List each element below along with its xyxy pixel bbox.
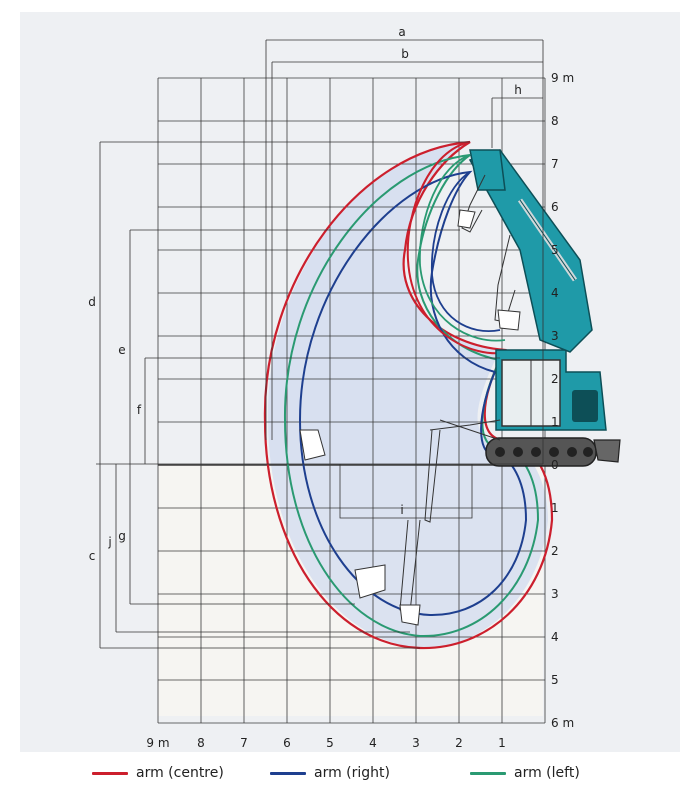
y-tick-label-down: 2 [551,544,559,558]
y-axis-down-labels: 1 2 3 4 5 6 m [551,501,574,730]
envelope-centre [263,140,554,650]
dim-b: b [401,47,409,61]
legend-swatch-left [470,771,506,775]
x-tick-label: 6 [283,736,291,750]
y-tick-label-up: 2 [551,372,559,386]
x-axis-labels: 9 m 8 7 6 5 4 3 2 1 [146,736,505,750]
x-tick-label: 5 [326,736,334,750]
dim-j: j [107,535,111,549]
dim-a: a [398,25,405,39]
legend-label-right: arm (right) [314,765,390,781]
envelope-inner-green [419,154,506,342]
y-tick-label-up: 0 [551,458,559,472]
x-tick-label: 9 m [146,736,169,750]
y-tick-label-up: 1 [551,415,559,429]
y-tick-label-down: 3 [551,587,559,601]
y-tick-label-down: 6 m [551,716,574,730]
x-tick-label: 1 [498,736,506,750]
dimension-labels: a b c d e f g h i j [88,25,522,563]
grid [157,77,546,724]
y-tick-label-up: 4 [551,286,559,300]
legend-item-right: arm (right) [270,758,390,788]
y-tick-label-down: 5 [551,673,559,687]
dim-c: c [89,549,96,563]
dim-d: d [88,295,96,309]
y-tick-label-down: 1 [551,501,559,515]
dimension-box-i [339,464,473,519]
y-tick-label-up: 8 [551,114,559,128]
legend-swatch-right [270,771,306,775]
dim-e: e [118,343,125,357]
legend-label-left: arm (left) [514,765,580,781]
dim-h: h [514,83,522,97]
legend-item-left: arm (left) [470,758,580,788]
dim-i: i [400,503,403,517]
working-envelope [267,142,548,649]
x-tick-label: 4 [369,736,377,750]
y-tick-label-down: 4 [551,630,559,644]
y-tick-label-up: 6 [551,200,559,214]
legend-label-centre: arm (centre) [136,765,224,781]
y-tick-label-up: 3 [551,329,559,343]
envelope-inner-blue [431,171,501,332]
legend-item-centre: arm (centre) [92,758,224,788]
envelope-left [283,154,540,638]
legend: arm (centre) arm (right) arm (left) [0,758,699,788]
x-tick-label: 3 [412,736,420,750]
bucket-outline-icon [299,209,521,626]
legend-swatch-centre [92,771,128,775]
x-tick-label: 8 [197,736,205,750]
envelope-inner-red [406,141,511,355]
excavator-icon [468,149,621,467]
dim-f: f [137,403,142,417]
y-tick-label-up: 9 m [551,71,574,85]
envelope-right [298,170,528,617]
y-axis-up-labels: 9 m 8 7 6 5 4 3 2 1 0 [551,71,574,472]
working-range-diagram: a b c d e f g h i j 9 m 8 7 6 5 4 3 2 1 9 m 8 7 6 5 4… [20,12,680,752]
x-tick-label: 7 [240,736,248,750]
y-tick-label-up: 7 [551,157,559,171]
y-tick-label-up: 5 [551,243,559,257]
dimension-lines [96,39,544,649]
dim-g: g [118,529,126,543]
x-tick-label: 2 [455,736,463,750]
